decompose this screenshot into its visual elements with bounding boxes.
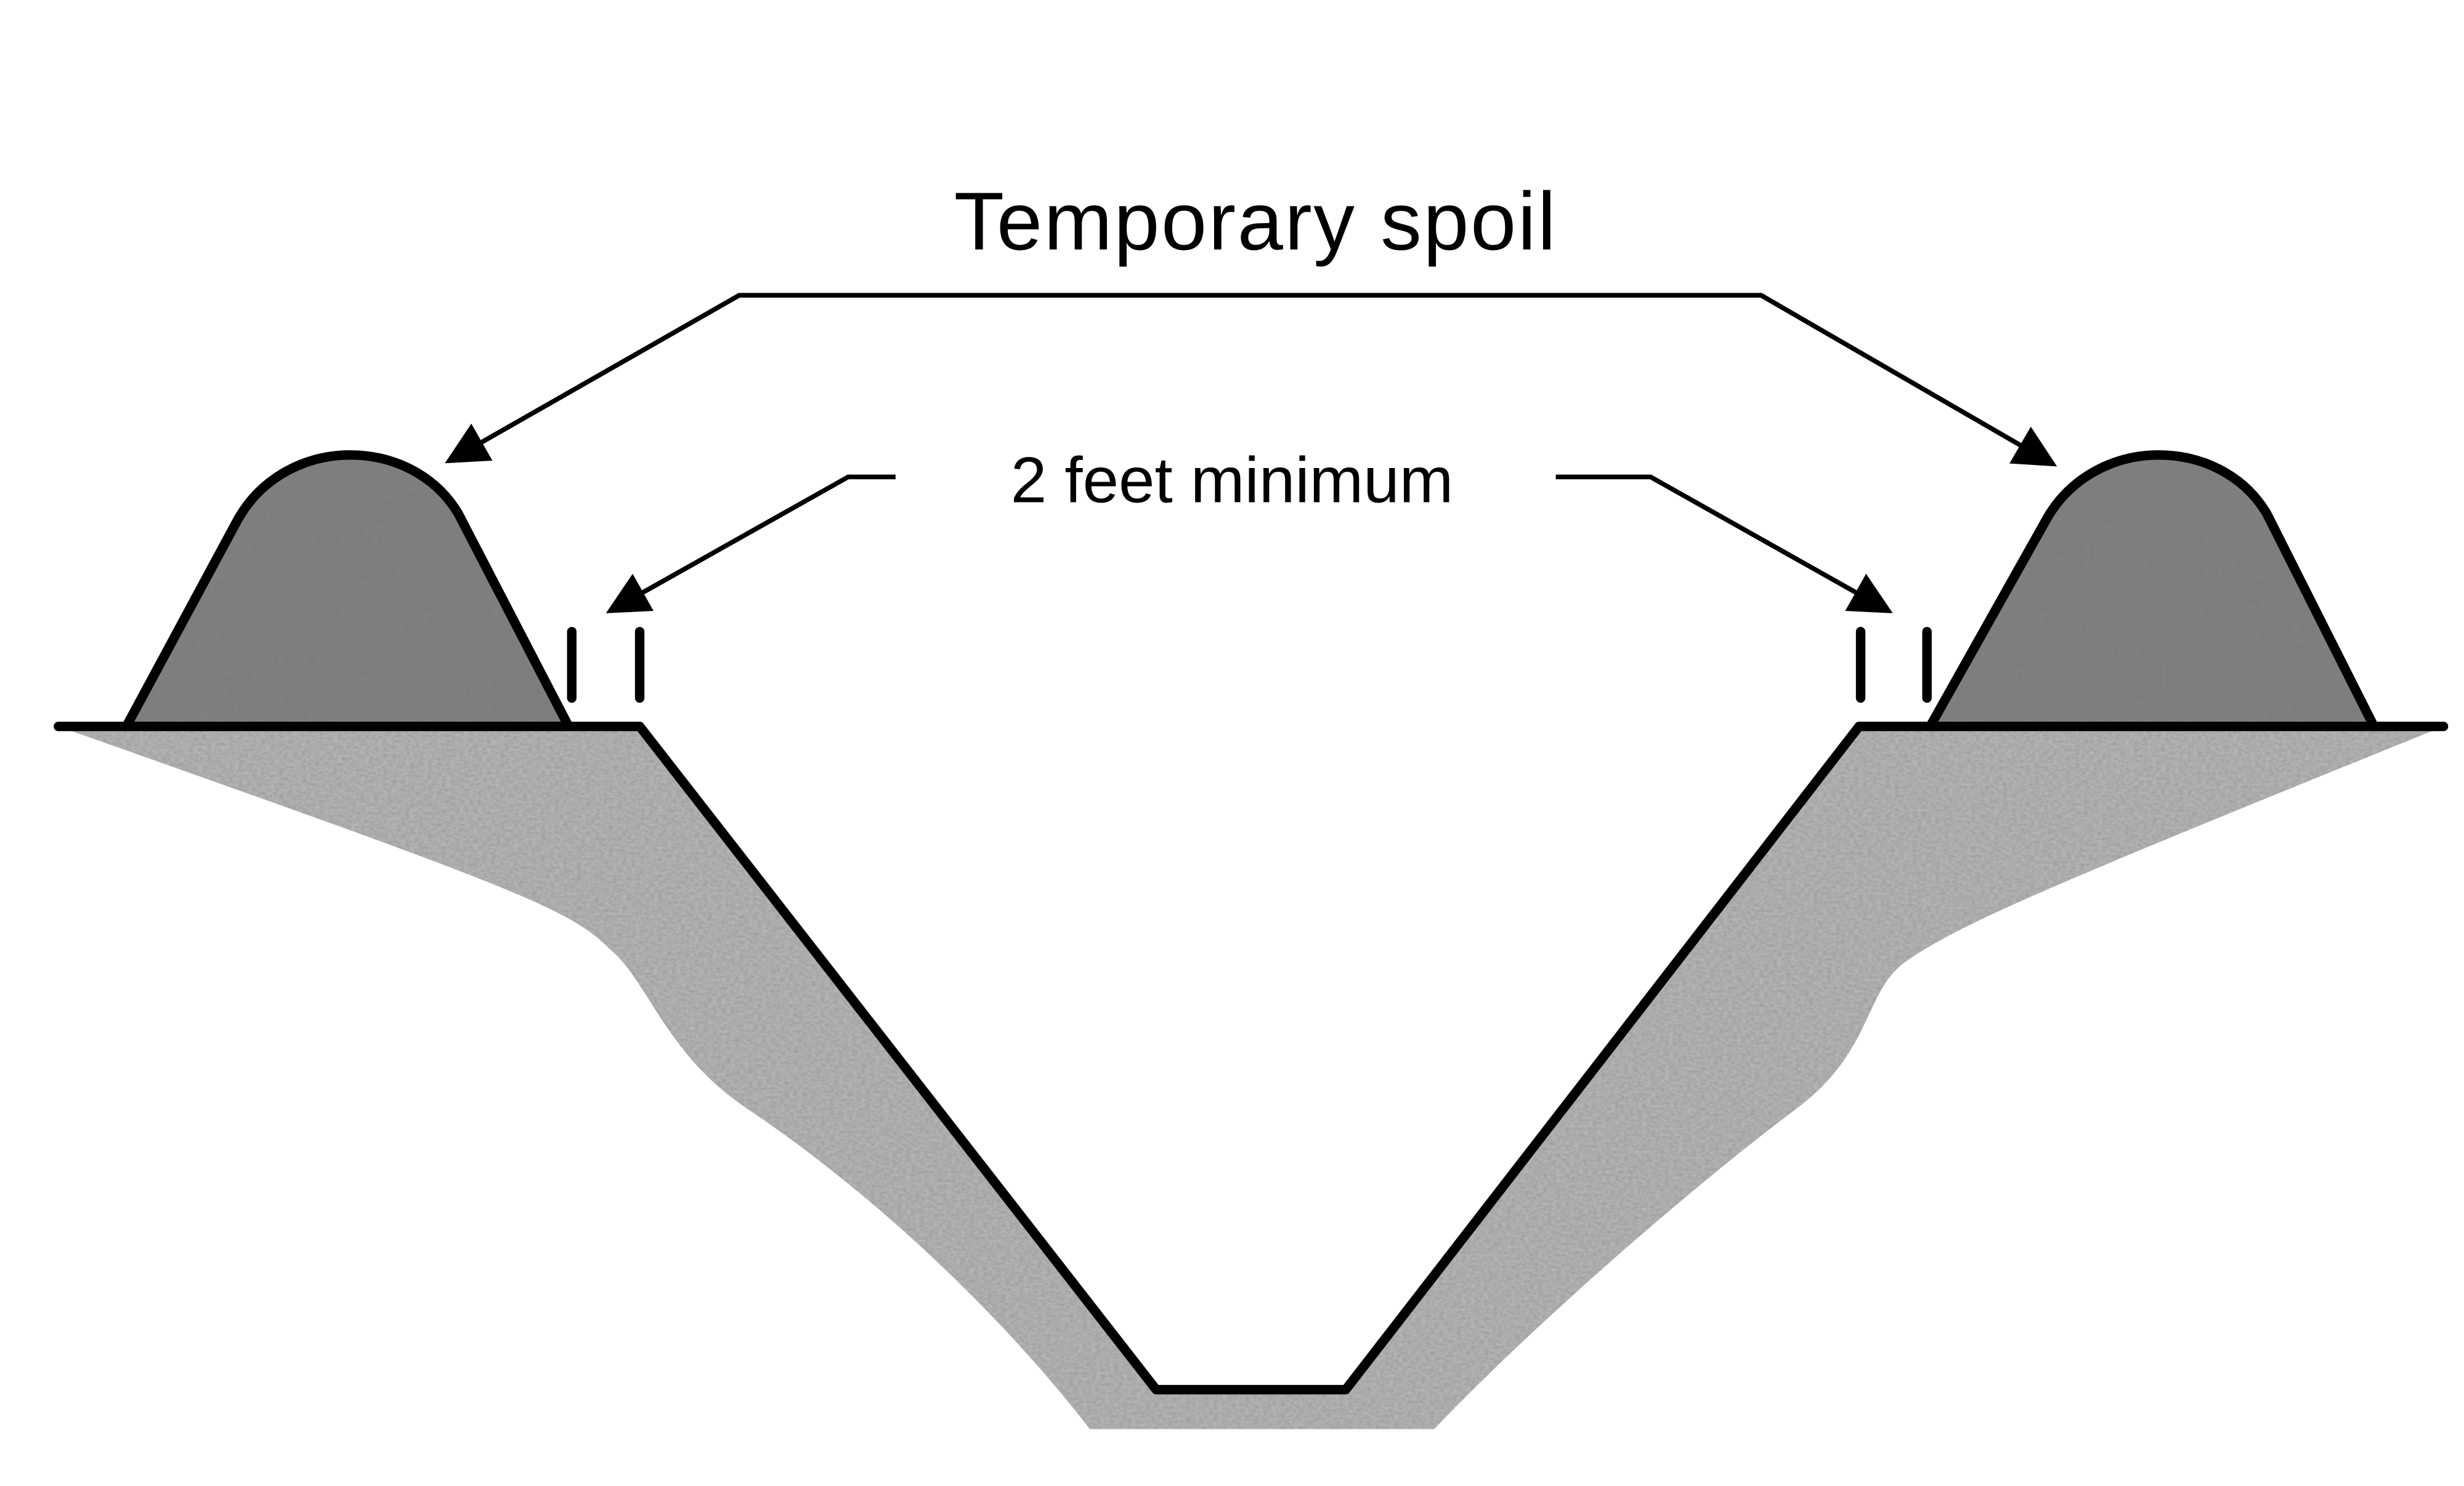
- ground-surface-line: [54, 721, 2449, 1395]
- spoil-leader-right: [1255, 293, 2057, 467]
- spoil-pile-right: [1930, 454, 2374, 727]
- setback-ticks-left: [567, 627, 645, 703]
- trench-bottom-soil: [1090, 1389, 1435, 1429]
- spoil-label: Temporary spoil: [954, 176, 1557, 267]
- setback-leader-right: [1555, 474, 1893, 613]
- setback-leader-left: [606, 474, 896, 613]
- setback-ticks-right: [1855, 627, 1932, 703]
- spoil-leader-left: [445, 293, 1256, 464]
- spoil-pile-left-outline: [121, 450, 573, 732]
- spoil-pile-right-outline: [1925, 450, 2379, 732]
- setback-label: 2 feet minimum: [1011, 444, 1454, 516]
- ground-left: [58, 726, 1156, 1429]
- ground-right: [1345, 726, 2444, 1429]
